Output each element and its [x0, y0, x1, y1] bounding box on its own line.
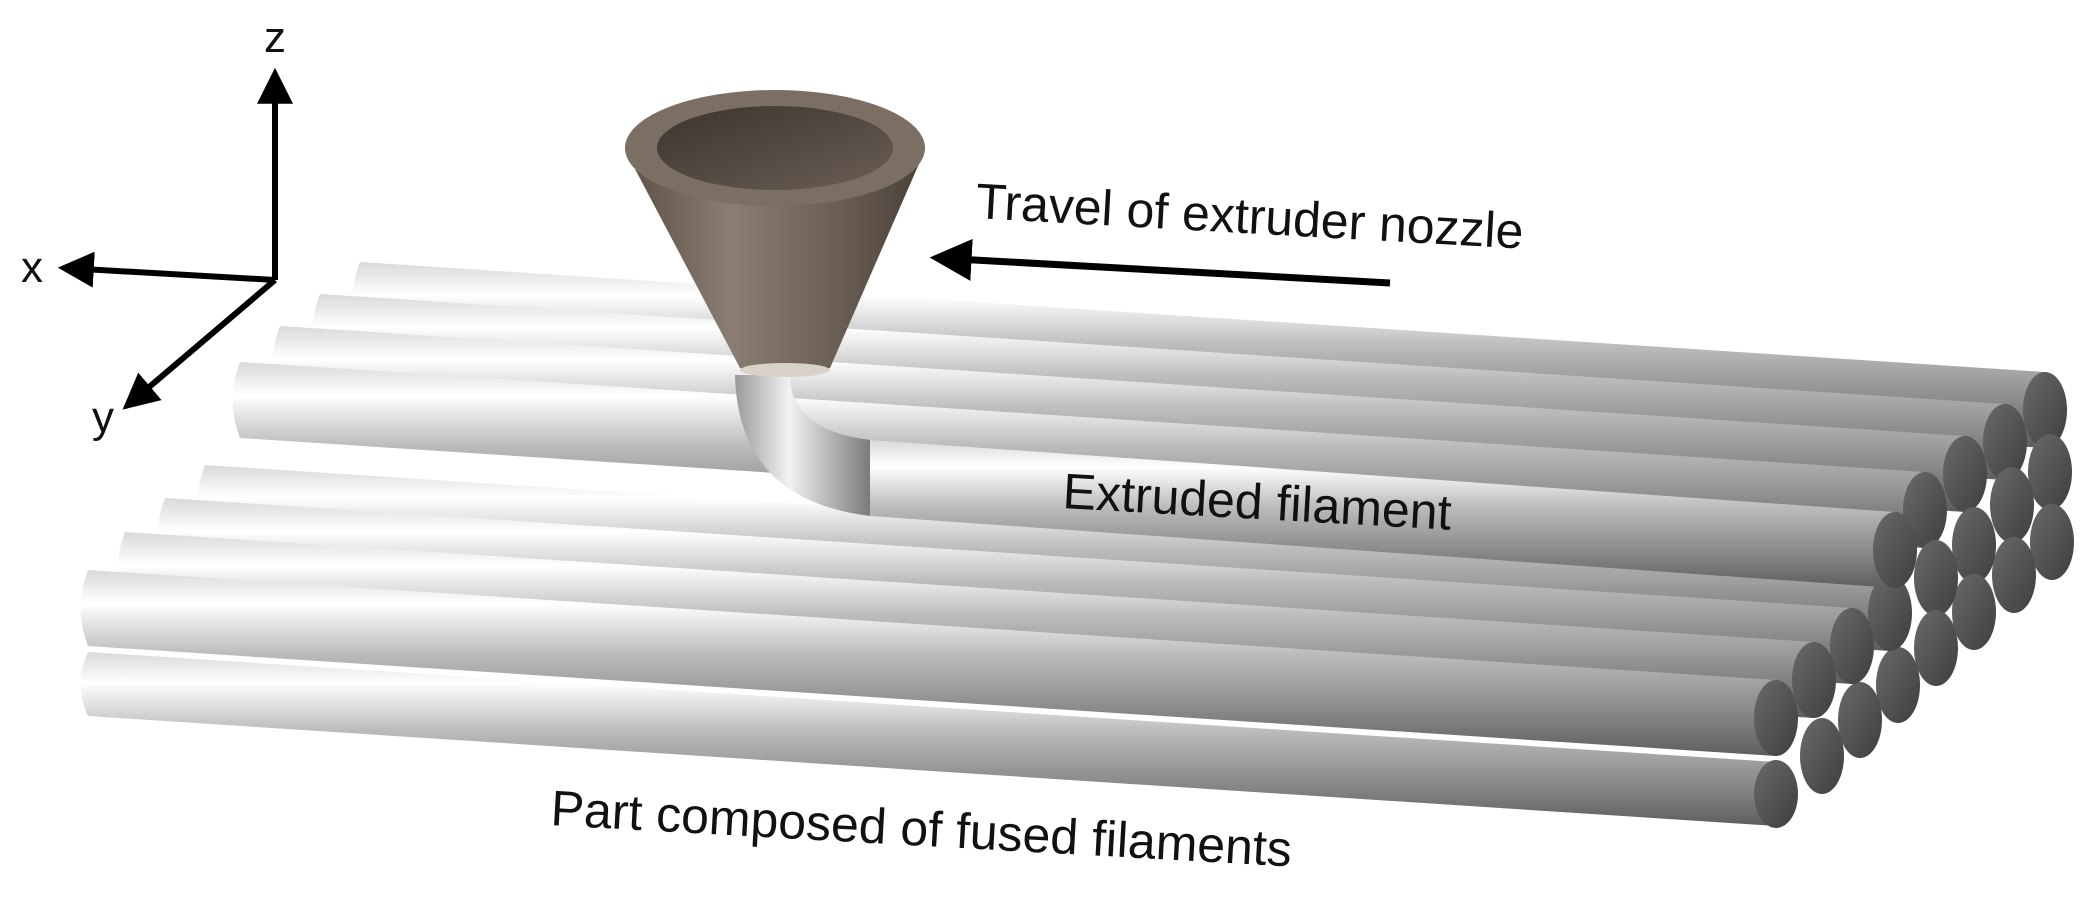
filament-end [1914, 610, 1958, 686]
filament-end [1952, 507, 1996, 583]
filament-end [1876, 647, 1920, 723]
travel-direction-arrow [929, 238, 1391, 287]
filament-end [1990, 467, 2034, 543]
y-axis-arrow [122, 277, 277, 410]
filament-rod [80, 652, 1798, 828]
filament-end [1800, 718, 1844, 794]
extruder-nozzle [625, 90, 925, 377]
filament-end [1914, 540, 1958, 616]
y-axis-label: y [92, 393, 114, 442]
x-axis-label: x [21, 243, 43, 292]
filament-end [1952, 574, 1996, 650]
filament-end [2030, 504, 2074, 580]
filament-end [1838, 682, 1882, 758]
travel-label: Travel of extruder nozzle [974, 173, 1525, 260]
extruded-filament [735, 375, 1917, 588]
x-axis-arrow [57, 251, 276, 288]
filament-stack-front [80, 465, 1912, 828]
part-label: Part composed of fused filaments [549, 780, 1293, 877]
filament-end [1992, 537, 2036, 613]
filament-stack-right-ends [1800, 434, 2074, 794]
filament-end [2028, 434, 2072, 510]
coordinate-axes: z x y [21, 13, 293, 442]
z-axis-label: z [264, 13, 286, 62]
filament-rod [80, 570, 1798, 756]
